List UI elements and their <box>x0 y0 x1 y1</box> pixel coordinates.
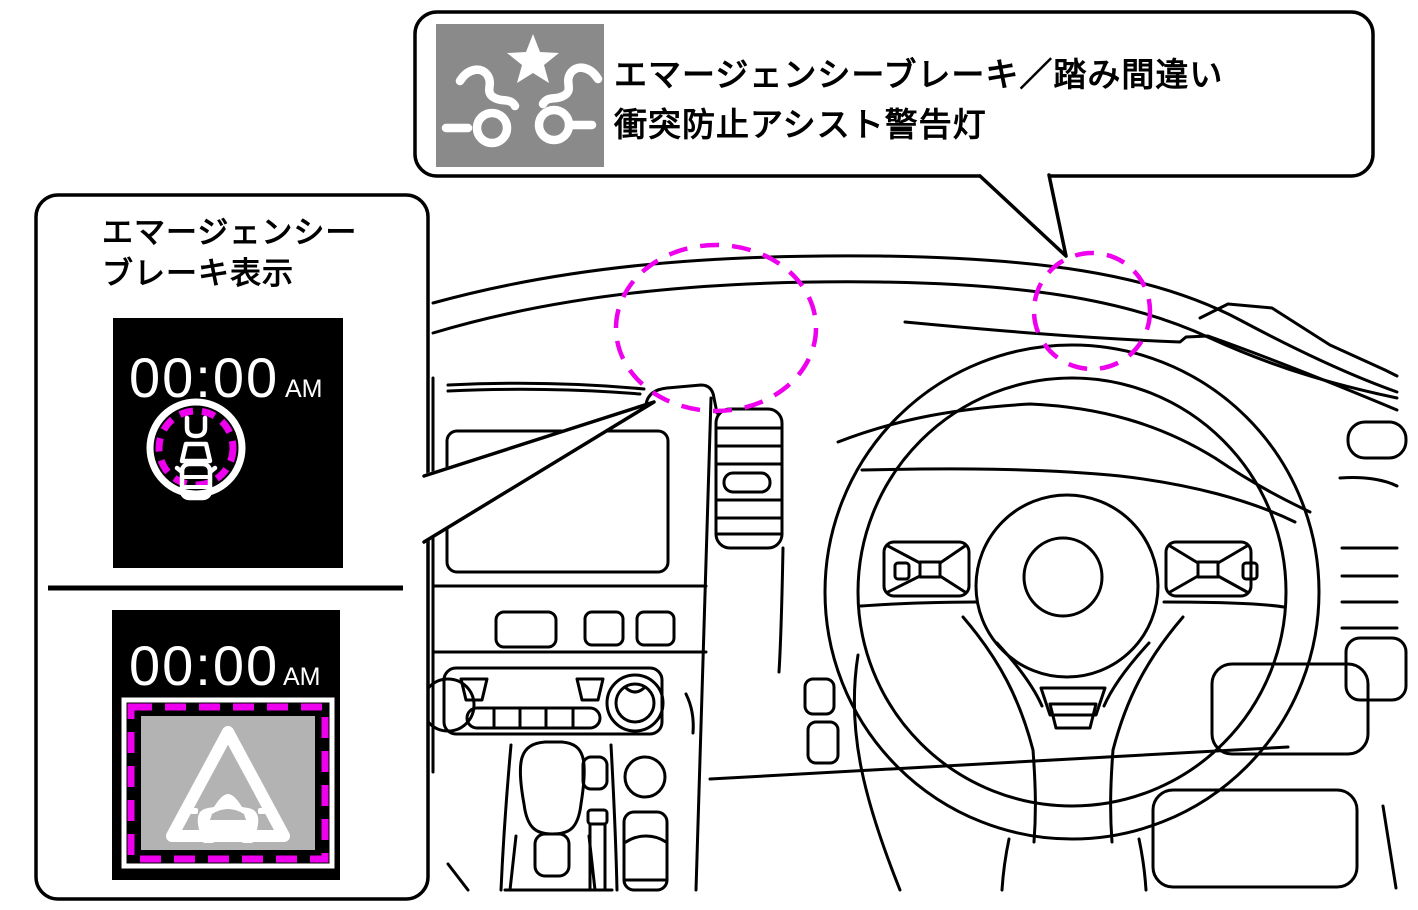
top-callout-label-line1: エマージェンシーブレーキ／踏み間違い <box>614 56 1224 93</box>
knee-panel-upper <box>1210 662 1370 756</box>
top-callout-label: エマージェンシーブレーキ／踏み間違い 衝突防止アシスト警告灯 <box>614 50 1223 150</box>
own-vehicle-glyph <box>179 461 213 501</box>
emergency-brake-vehicle-ahead-icon <box>146 398 246 501</box>
forward-collision-warning-icon <box>436 24 604 167</box>
top-callout-label-line2: 衝突防止アシスト警告灯 <box>614 106 987 143</box>
door-top-trim <box>1198 302 1399 378</box>
knee-panel-lower <box>1151 788 1359 889</box>
dash-lower-edge <box>708 745 1290 781</box>
collision-warning-triangle-car-icon <box>121 697 335 869</box>
climate-knob-right <box>605 673 665 733</box>
hazard-switches <box>803 677 840 765</box>
hud-area-highlight-ring <box>613 242 819 414</box>
head-up-display-panel <box>644 383 719 415</box>
impact-star <box>507 34 559 83</box>
steering-lower-spoke <box>961 615 1185 844</box>
lead-vehicle-glyph <box>184 415 208 439</box>
door-handle <box>1346 420 1408 460</box>
steering-rim-inner <box>856 376 1288 808</box>
clock-time: 00:00 <box>129 634 279 697</box>
top-callout-box <box>413 10 1375 178</box>
clock-meridiem: AM <box>283 663 321 691</box>
stack-button <box>635 610 676 647</box>
left-callout-title-line1: エマージェンシー <box>102 215 358 250</box>
meter-display-bottom: 00:00 AM <box>112 610 340 880</box>
vent-handle <box>722 471 772 494</box>
windshield-base-lines <box>431 254 1399 412</box>
instrument-cluster-hood <box>836 402 1312 524</box>
clock-time: 00:00 <box>129 346 279 409</box>
center-air-vent <box>694 396 785 892</box>
left-car-outline <box>455 65 520 111</box>
climate-control-panel <box>420 666 695 736</box>
meter-display-top: 00:00 AM <box>113 318 343 568</box>
icon-highlight-dashed-frame <box>127 703 329 863</box>
engine-start-button <box>623 755 667 799</box>
left-callout-title-line2: ブレーキ表示 <box>102 256 294 291</box>
gear-shifter <box>499 740 619 892</box>
right-car-outline <box>538 63 603 109</box>
center-stack <box>420 376 708 892</box>
steering-wheel <box>823 343 1321 892</box>
steering-buttons-left <box>859 540 978 608</box>
instrument-cluster-highlight-ring <box>1031 250 1153 372</box>
knee-bolster <box>852 653 902 892</box>
icon-highlight-dashed-ring <box>155 407 237 489</box>
steering-rim-outer <box>823 343 1321 841</box>
warning-triangle <box>166 726 290 842</box>
colliding-cars-star-glyph <box>441 34 603 148</box>
steering-hub <box>974 493 1160 679</box>
door-panel <box>1151 420 1408 890</box>
console-tray <box>586 808 669 892</box>
horn-pad <box>1022 536 1104 618</box>
clock-meridiem: AM <box>285 375 323 403</box>
vent-pillar-left-edge <box>694 396 713 892</box>
climate-knob-left <box>420 677 476 733</box>
steering-buttons-right <box>1162 540 1286 609</box>
left-callout-title: エマージェンシー ブレーキ表示 <box>102 212 357 294</box>
stack-button <box>494 610 558 649</box>
steering-column <box>1000 837 1148 892</box>
car-front-silhouette <box>190 794 266 843</box>
stack-button <box>583 610 625 647</box>
